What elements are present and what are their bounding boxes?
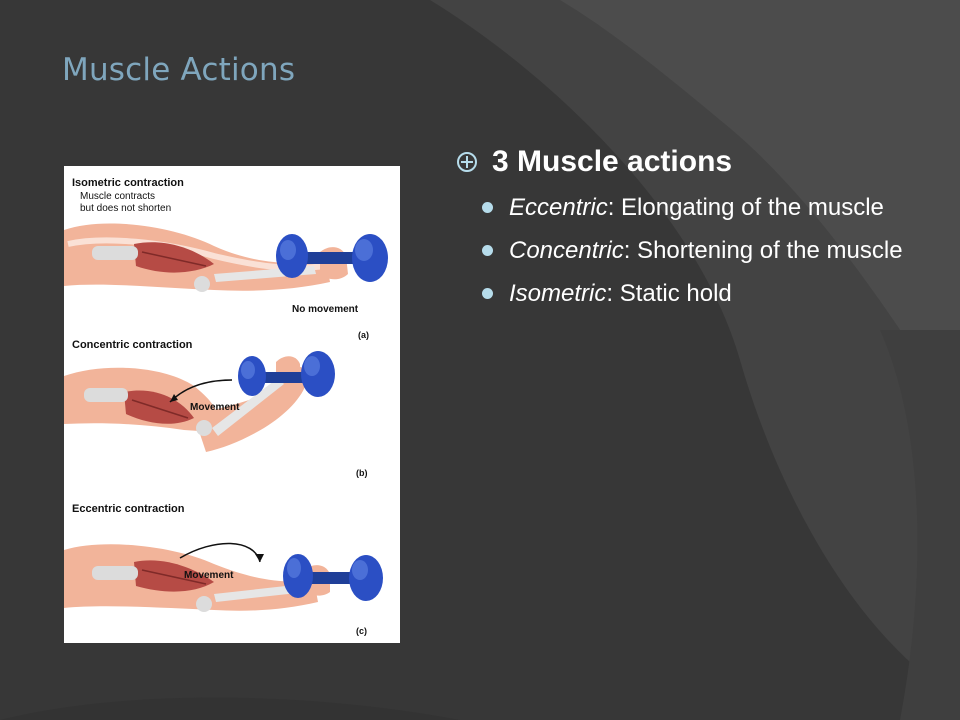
sub-bullet-eccentric: Eccentric: Elongating of the muscle	[456, 192, 946, 223]
sub-bullet-isometric: Isometric: Static hold	[456, 278, 946, 309]
definition-eccentric: : Elongating of the muscle	[607, 194, 884, 221]
term-isometric: Isometric	[509, 280, 607, 307]
panel-isometric: Isometric contraction Muscle contracts b…	[64, 177, 388, 340]
panel-concentric: Concentric contraction Movement (b)	[64, 339, 368, 478]
panel-b-caption: Movement	[190, 402, 240, 413]
panel-c-label: (c)	[356, 626, 367, 636]
main-point: 3 Muscle actions	[456, 140, 946, 184]
term-eccentric: Eccentric	[509, 194, 608, 221]
muscle-contraction-figure: Isometric contraction Muscle contracts b…	[64, 166, 400, 643]
circled-plus-icon	[457, 152, 477, 172]
term-concentric: Concentric	[509, 237, 624, 264]
panel-a-label: (a)	[358, 330, 369, 340]
panel-a-note-2: but does not shorten	[80, 203, 171, 214]
slide-title: Muscle Actions	[62, 52, 296, 88]
definition-concentric: : Shortening of the muscle	[623, 237, 903, 264]
bullet-content: 3 Muscle actions Eccentric: Elongating o…	[456, 140, 946, 321]
dot-icon	[482, 202, 493, 213]
definition-isometric: : Static hold	[606, 280, 732, 307]
sub-bullet-concentric: Concentric: Shortening of the muscle	[456, 235, 946, 266]
panel-b-heading: Concentric contraction	[72, 339, 193, 351]
panel-b-label: (b)	[356, 468, 368, 478]
panel-c-heading: Eccentric contraction	[72, 503, 185, 515]
panel-a-caption: No movement	[292, 304, 359, 315]
panel-c-caption: Movement	[184, 570, 234, 581]
sub-bullet-list: Eccentric: Elongating of the muscle Conc…	[456, 192, 946, 309]
dot-icon	[482, 245, 493, 256]
panel-eccentric: Eccentric contraction Movement (c)	[64, 503, 383, 636]
dot-icon	[482, 288, 493, 299]
main-point-text: 3 Muscle actions	[492, 145, 733, 178]
panel-a-heading: Isometric contraction	[72, 177, 184, 189]
panel-a-note-1: Muscle contracts	[80, 191, 155, 202]
